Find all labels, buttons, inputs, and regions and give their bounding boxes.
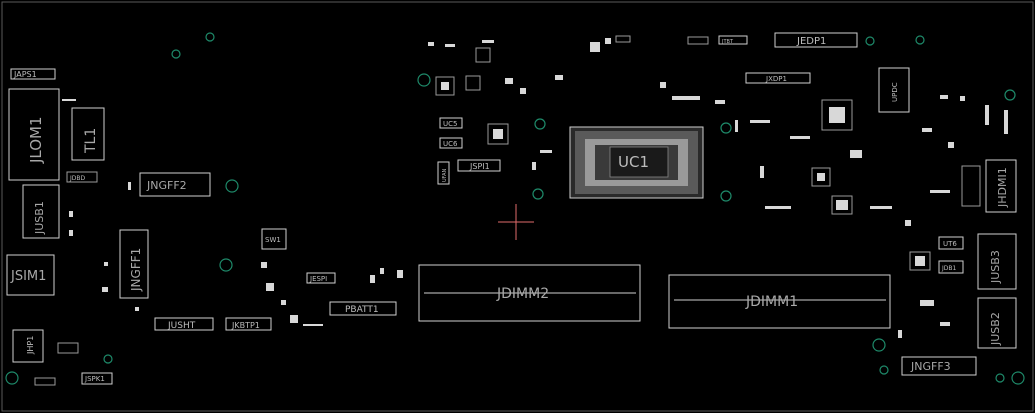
jsim1-label: JSIM1 bbox=[10, 269, 46, 284]
sw1-label: SW1 bbox=[265, 236, 281, 244]
jngff2-label: JNGFF2 bbox=[146, 179, 187, 192]
jdb1-label: JDB1 bbox=[941, 265, 957, 272]
sw1-switch[interactable]: SW1 bbox=[261, 228, 287, 250]
jngff2-connector[interactable]: JNGFF2 bbox=[139, 172, 211, 197]
jdimm1-slot[interactable]: JDIMM1 bbox=[668, 274, 891, 329]
ut6-label: UT6 bbox=[943, 240, 957, 248]
jhp1-label: JHP1 bbox=[26, 336, 35, 355]
crosshair-cursor-icon bbox=[498, 204, 534, 240]
jusb1-connector[interactable]: JUSB1 bbox=[22, 184, 60, 239]
tl1-transformer[interactable]: TL1 bbox=[71, 107, 105, 161]
jsim1-connector[interactable]: JSIM1 bbox=[6, 254, 55, 296]
japs1-connector[interactable]: JAPS1 bbox=[10, 68, 56, 80]
upper-middle-components bbox=[428, 35, 770, 170]
jspi1-connector[interactable]: JSPI1 bbox=[457, 159, 501, 172]
uc1-processor[interactable]: UC1 bbox=[569, 126, 704, 199]
jusht-connector[interactable]: JUSHT bbox=[154, 317, 214, 331]
jtbt-label: JTBT bbox=[721, 39, 734, 45]
jdbd-label: JDBD bbox=[69, 175, 86, 182]
jedp1-label: JEDP1 bbox=[796, 36, 826, 47]
jhdmi1-label: JHDMI1 bbox=[996, 167, 1009, 208]
jusb3-label: JUSB3 bbox=[989, 250, 1002, 284]
jusb1-label: JUSB1 bbox=[33, 201, 46, 235]
updc-label: UPDC bbox=[891, 82, 899, 102]
right-small-components bbox=[898, 95, 1008, 338]
jngff1-connector[interactable]: JNGFF1 bbox=[119, 229, 149, 299]
tl1-label: TL1 bbox=[83, 128, 99, 154]
jlom1-connector[interactable]: JLOM1 bbox=[8, 88, 60, 181]
jespi-label: JESPI bbox=[309, 275, 327, 283]
ut6-chip[interactable]: UT6 bbox=[938, 236, 964, 250]
ufan-label: UFAN bbox=[442, 169, 448, 182]
mounting-holes bbox=[5, 32, 1025, 385]
jspi1-label: JSPI1 bbox=[469, 162, 490, 171]
jspk1-connector[interactable]: JSPK1 bbox=[81, 372, 113, 385]
jngff3-connector[interactable]: JNGFF3 bbox=[901, 356, 977, 376]
jusb2-connector[interactable]: JUSB2 bbox=[977, 297, 1017, 349]
uc5-chip[interactable]: UC5 bbox=[439, 117, 463, 129]
jhdmi1-connector[interactable]: JHDMI1 bbox=[985, 159, 1017, 213]
uc6-chip[interactable]: UC6 bbox=[439, 137, 463, 149]
jkbtp1-connector[interactable]: JKBTP1 bbox=[225, 317, 272, 331]
jusht-label: JUSHT bbox=[167, 321, 196, 331]
jtbt-connector[interactable]: JTBT bbox=[718, 35, 748, 45]
uc1-label: UC1 bbox=[618, 153, 649, 171]
jdimm2-label: JDIMM2 bbox=[496, 286, 549, 302]
pbatt1-connector[interactable]: PBATT1 bbox=[329, 301, 397, 316]
jdimm1-label: JDIMM1 bbox=[745, 294, 798, 310]
jxdp1-connector[interactable]: JXDP1 bbox=[745, 72, 811, 84]
jdimm2-slot[interactable]: JDIMM2 bbox=[418, 264, 641, 322]
jusb2-label: JUSB2 bbox=[989, 312, 1002, 346]
jkbtp1-label: JKBTP1 bbox=[231, 321, 260, 330]
jngff3-label: JNGFF3 bbox=[910, 360, 951, 373]
jngff1-label: JNGFF1 bbox=[129, 248, 143, 292]
jspk1-label: JSPK1 bbox=[84, 375, 105, 383]
pbatt1-label: PBATT1 bbox=[345, 305, 379, 315]
updc-chip[interactable]: UPDC bbox=[878, 67, 910, 113]
jedp1-connector[interactable]: JEDP1 bbox=[774, 32, 858, 48]
japs1-label: JAPS1 bbox=[13, 70, 37, 79]
uc5-label: UC5 bbox=[443, 120, 457, 128]
right-middle-components bbox=[760, 99, 892, 215]
uc6-label: UC6 bbox=[443, 140, 458, 148]
jespi-connector[interactable]: JESPI bbox=[306, 272, 336, 284]
jlom1-label: JLOM1 bbox=[27, 116, 45, 164]
ufan-connector[interactable]: UFAN bbox=[437, 161, 450, 185]
jusb3-connector[interactable]: JUSB3 bbox=[977, 233, 1017, 290]
jdb1-connector[interactable]: JDB1 bbox=[938, 260, 964, 274]
left-small-components bbox=[62, 99, 403, 326]
jxdp1-label: JXDP1 bbox=[765, 75, 787, 83]
jhp1-connector[interactable]: JHP1 bbox=[12, 329, 44, 363]
